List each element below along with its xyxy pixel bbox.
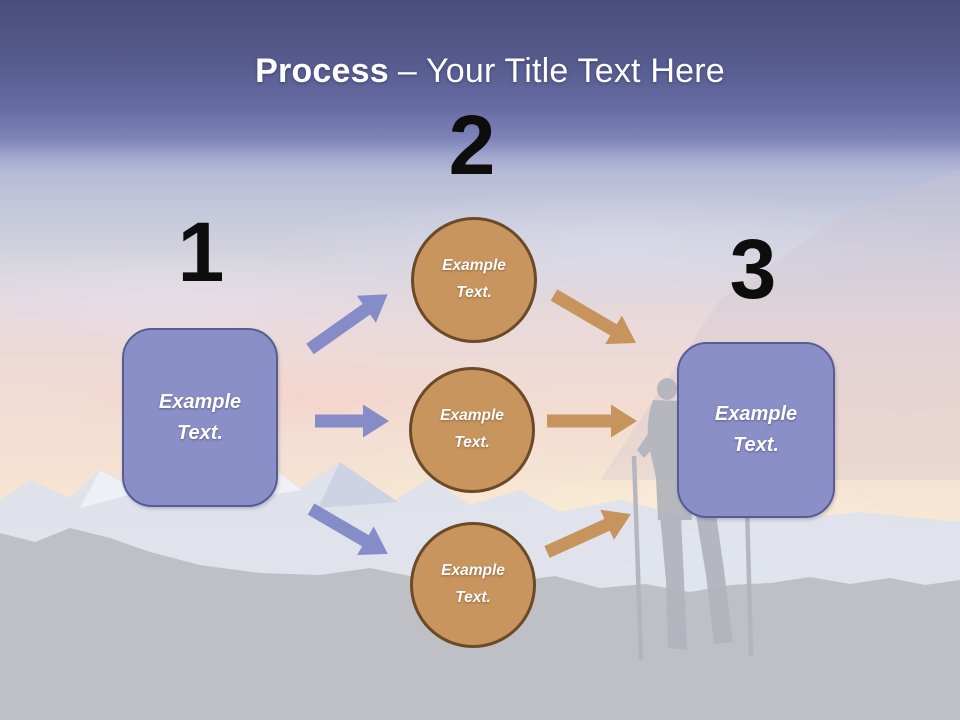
- snow-highlight: [80, 470, 140, 508]
- process-start-box: Example Text.: [122, 328, 278, 507]
- process-start-box-label: Example Text.: [158, 390, 242, 444]
- slide-title-emphasis: Process: [255, 52, 389, 90]
- process-step-circle-bottom: Example Text.: [410, 522, 536, 648]
- snow-shadow: [318, 462, 398, 508]
- slide-title: Process– Your Title Text Here: [10, 52, 960, 91]
- step-number-1: 1: [177, 205, 225, 299]
- title-banner: [0, 0, 960, 172]
- process-step-circle-top: Example Text.: [411, 217, 537, 343]
- process-step-circle-label: Example Text.: [440, 407, 504, 451]
- process-end-box-label: Example Text.: [714, 403, 798, 456]
- process-step-circle-label: Example Text.: [442, 257, 506, 301]
- slide-title-rest: – Your Title Text Here: [397, 52, 725, 90]
- step-number-2: 2: [448, 98, 496, 192]
- step-number-3: 3: [729, 222, 777, 316]
- process-step-circle-label: Example Text.: [441, 562, 505, 606]
- process-step-circle-middle: Example Text.: [409, 367, 535, 493]
- process-end-box: Example Text.: [677, 342, 835, 518]
